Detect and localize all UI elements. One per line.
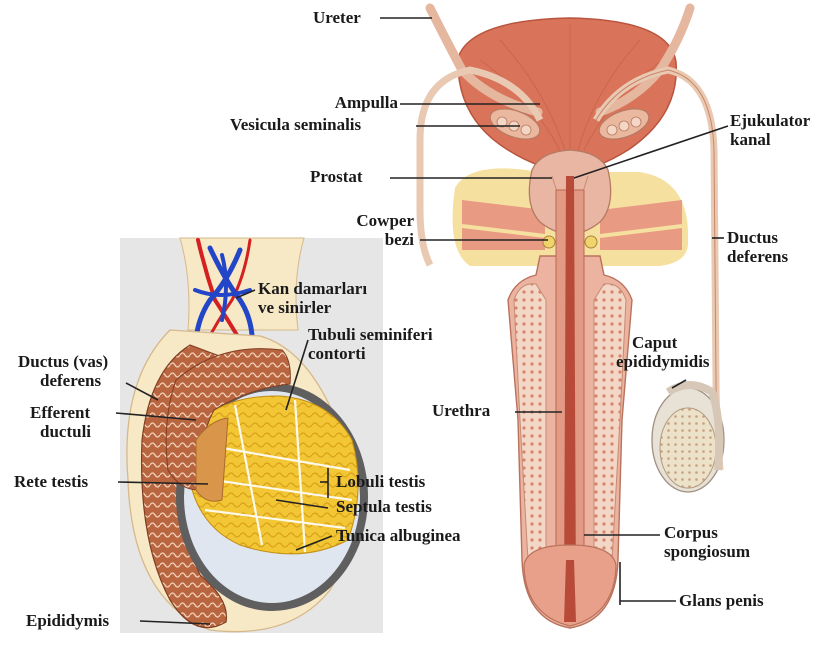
- cowper-gland-left: [543, 236, 555, 248]
- label-septula-testis: Septula testis: [336, 497, 432, 516]
- label-prostat: Prostat: [310, 167, 363, 186]
- label-ductus-vas-deferens: Ductus (vas)deferens: [18, 352, 108, 390]
- label-rete-testis: Rete testis: [14, 472, 88, 491]
- label-tunica-albuginea: Tunica albuginea: [336, 526, 461, 545]
- label-epididymis: Epididymis: [26, 611, 109, 630]
- small-testis: [652, 385, 724, 492]
- urethra-tube: [564, 176, 576, 600]
- label-lobuli-testis: Lobuli testis: [336, 472, 425, 491]
- label-urethra: Urethra: [432, 401, 490, 420]
- cowper-gland-right: [585, 236, 597, 248]
- label-vesicula-seminalis: Vesicula seminalis: [230, 115, 361, 134]
- label-ureter: Ureter: [313, 8, 361, 27]
- label-ampulla: Ampulla: [296, 93, 398, 112]
- label-glans-penis: Glans penis: [679, 591, 764, 610]
